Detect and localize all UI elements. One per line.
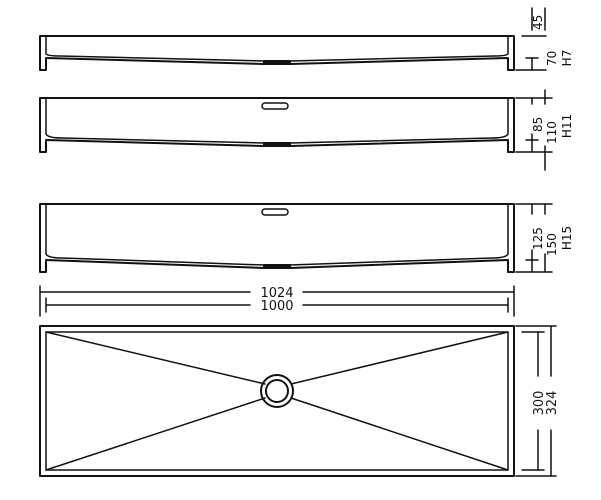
length-dimensions — [39, 285, 515, 317]
slope-line-top-right — [290, 331, 509, 385]
label-h7-45: 45 — [531, 15, 545, 30]
height-dimensions-h7 — [515, 7, 547, 71]
basin-inner-profile — [45, 35, 509, 62]
label-length-1024: 1024 — [260, 286, 293, 301]
label-h11-110: 110 — [545, 121, 559, 144]
slope-line-bottom-right — [290, 397, 509, 471]
drain-inner-ring — [265, 379, 289, 403]
label-h11-code: H11 — [560, 114, 574, 138]
slope-line-bottom-left — [45, 397, 266, 471]
label-width-324: 324 — [545, 391, 560, 416]
height-dimensions-h15 — [515, 203, 553, 273]
drain-outer-ring — [260, 374, 294, 408]
label-h15-150: 150 — [545, 233, 559, 256]
width-dimensions — [515, 325, 557, 477]
dimension-labels: 45 70 H7 85 110 H11 125 150 H15 1024 100… — [260, 15, 574, 416]
label-h15-code: H15 — [560, 226, 574, 250]
label-h11-85: 85 — [531, 117, 545, 132]
label-length-1000: 1000 — [260, 299, 293, 314]
drain-outlet — [263, 264, 291, 269]
height-dimensions-h11 — [515, 89, 553, 171]
plan-outer-rim — [39, 325, 515, 477]
basin-inner-profile — [45, 97, 509, 144]
label-h7-code: H7 — [560, 50, 574, 67]
label-h15-125: 125 — [531, 227, 545, 250]
elevation-view-h15 — [39, 203, 515, 273]
overflow-slot — [261, 208, 289, 216]
basin-inner-profile — [45, 203, 509, 266]
elevation-view-h11 — [39, 97, 515, 153]
label-width-300: 300 — [532, 391, 547, 416]
elevation-view-h7 — [39, 35, 515, 71]
plan-view — [39, 325, 515, 477]
drain-outlet — [263, 142, 291, 147]
label-h7-70: 70 — [545, 51, 559, 66]
basin-outline — [39, 203, 515, 273]
overflow-slot — [261, 102, 289, 110]
plan-inner-bowl — [45, 331, 509, 471]
slope-line-top-left — [45, 331, 266, 385]
drain-outlet — [263, 60, 291, 65]
